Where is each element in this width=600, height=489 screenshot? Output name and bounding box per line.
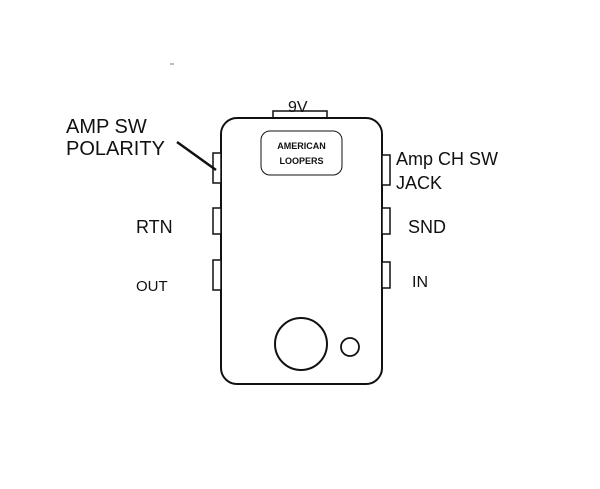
jack-amp-ch-sw: [381, 154, 391, 186]
logo-line-2: LOOPERS: [279, 156, 323, 166]
jack-rtn: [212, 207, 222, 235]
footswitch: [274, 317, 328, 371]
jack-in: [381, 261, 391, 289]
jack-out: [212, 259, 222, 291]
label-amp-ch-sw-line-2: JACK: [396, 173, 442, 193]
amp-sw-polarity-pointer: [176, 140, 217, 172]
label-rtn: RTN: [136, 217, 173, 237]
label-in: IN: [412, 274, 428, 291]
label-snd: SND: [408, 217, 446, 237]
status-led: [340, 337, 360, 357]
label-amp-sw-line-2: POLARITY: [66, 138, 165, 160]
logo-line-1: AMERICAN: [277, 141, 326, 151]
label-amp-ch-sw-line-1: Amp CH SW: [396, 149, 498, 169]
label-out: OUT: [136, 278, 168, 295]
9v-label: 9V: [288, 99, 308, 116]
pedal-enclosure: [220, 117, 383, 385]
label-amp-sw-line-1: AMP SW: [66, 116, 147, 138]
jack-snd: [381, 207, 391, 235]
logo-badge: [260, 130, 343, 176]
